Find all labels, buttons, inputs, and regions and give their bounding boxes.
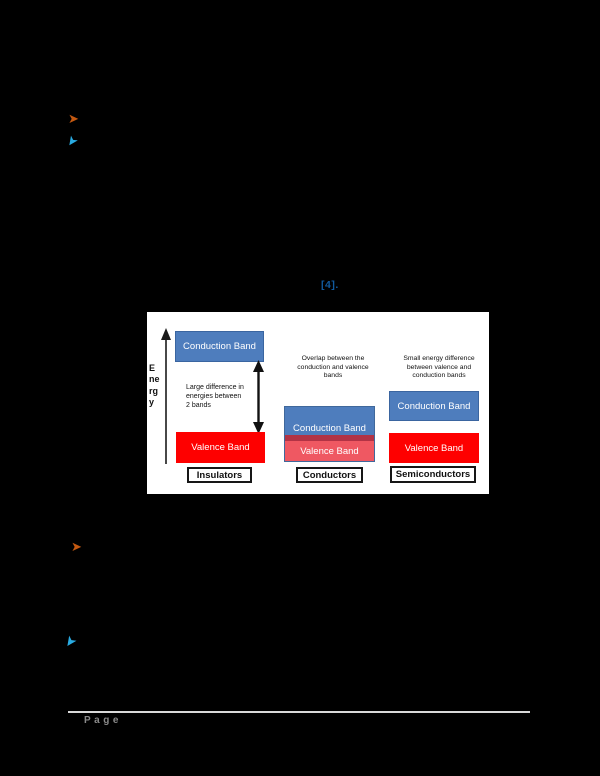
energy-axis-arrow-icon [161, 328, 171, 464]
semiconductors-valence-band-box: Valence Band [389, 433, 479, 463]
citation-link[interactable]: [4]. [321, 279, 339, 291]
band-gap-double-arrow-icon [253, 360, 264, 434]
conductors-band-stack: Conduction Band Valence Band [284, 406, 375, 462]
insulators-valence-band-box: Valence Band [176, 432, 265, 463]
semiconductors-conduction-band-box: Conduction Band [389, 391, 479, 421]
conductors-valence-band-box: Valence Band [285, 441, 374, 461]
conductors-description: Overlap between the conduction and valen… [297, 355, 369, 380]
footer-divider [68, 711, 530, 713]
conductors-conduction-band-box: Conduction Band [285, 407, 374, 435]
semiconductors-description: Small energy difference between valence … [403, 355, 475, 380]
arrow-down-left-bullet-icon: ➤ [63, 132, 82, 151]
semiconductors-category-label: Semiconductors [390, 466, 476, 483]
conductors-overlap-strip [285, 435, 374, 441]
footer-page-label: Page [84, 715, 122, 726]
arrow-right-bullet-icon: ➤ [68, 111, 79, 126]
insulators-gap-description: Large difference in energies between 2 b… [186, 384, 244, 410]
energy-axis-label: Energy [149, 363, 160, 408]
band-diagram-figure: Energy Conduction Band Large difference … [147, 312, 489, 494]
arrow-right-bullet-icon: ➤ [71, 539, 82, 554]
conductors-category-label: Conductors [296, 467, 363, 483]
insulators-conduction-band-box: Conduction Band [175, 331, 264, 362]
arrow-down-left-bullet-icon: ➤ [60, 632, 81, 652]
insulators-category-label: Insulators [187, 467, 252, 483]
